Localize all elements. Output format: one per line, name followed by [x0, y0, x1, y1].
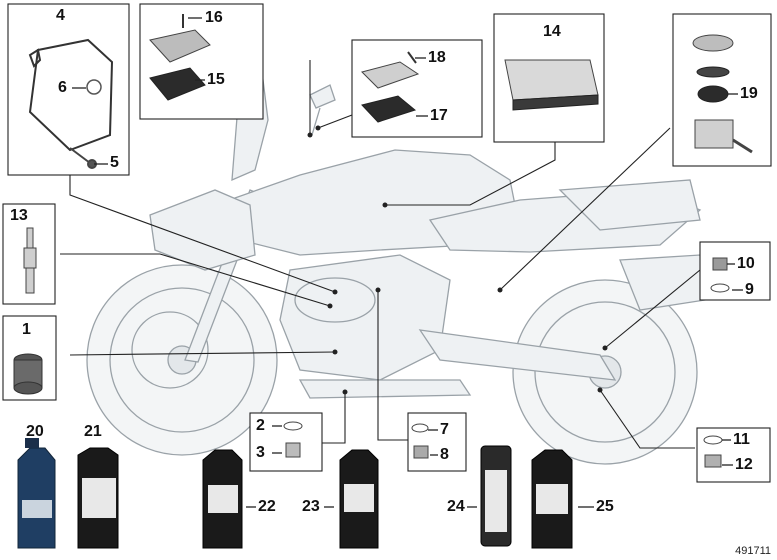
callout-number-1: 1 [22, 321, 31, 338]
plug-8 [413, 445, 429, 459]
oil-filter-1 [13, 353, 43, 395]
callout-number-4: 4 [56, 7, 65, 24]
callout-number-3: 3 [256, 444, 265, 461]
bottle-20 [17, 447, 56, 549]
gasket-part [28, 38, 114, 152]
callout-number-2: 2 [256, 417, 265, 434]
callout-number-11: 11 [733, 431, 750, 448]
callout-number-9: 9 [745, 281, 754, 298]
cover-15 [149, 67, 206, 101]
callout-number-25: 25 [596, 498, 614, 515]
spark-plug-13 [23, 227, 37, 294]
callout-number-13: 13 [10, 207, 28, 224]
air-filter-14 [504, 59, 599, 101]
callout-number-6: 6 [58, 79, 67, 96]
callout-number-12: 12 [735, 456, 753, 473]
callout-number-23: 23 [302, 498, 320, 515]
callout-number-15: 15 [207, 71, 225, 88]
reservoir-body [694, 119, 734, 149]
cover-17 [361, 95, 417, 123]
reference-number: 491711 [735, 545, 771, 557]
label-dashes [72, 17, 743, 508]
plug-12 [704, 454, 722, 468]
callout-number-21: 21 [84, 423, 102, 440]
callout-number-24: 24 [447, 498, 465, 515]
callout-number-16: 16 [205, 9, 223, 26]
cover-15-top [149, 29, 211, 63]
callout-number-22: 22 [258, 498, 276, 515]
drain-plug-3 [285, 442, 301, 458]
seal-9 [710, 283, 730, 293]
screw-18 [407, 51, 417, 64]
seal-7 [411, 423, 429, 433]
seal-2 [283, 421, 303, 431]
motorcycle-illustration [86, 70, 706, 465]
leader-dots [307, 125, 608, 395]
callout-number-7: 7 [440, 421, 449, 438]
callout-number-8: 8 [440, 446, 449, 463]
o-ring-6 [86, 79, 102, 95]
callout-number-14: 14 [543, 23, 561, 40]
callout-number-5: 5 [110, 154, 119, 171]
cover-17-top [361, 61, 420, 89]
callout-number-19: 19 [740, 85, 758, 102]
callout-number-17: 17 [430, 107, 448, 124]
plug-10 [712, 257, 728, 271]
callout-number-18: 18 [428, 49, 446, 66]
reservoir-cap [692, 34, 734, 52]
leader-lines [60, 60, 701, 449]
callout-number-10: 10 [737, 255, 755, 272]
callout-number-20: 20 [26, 423, 44, 440]
